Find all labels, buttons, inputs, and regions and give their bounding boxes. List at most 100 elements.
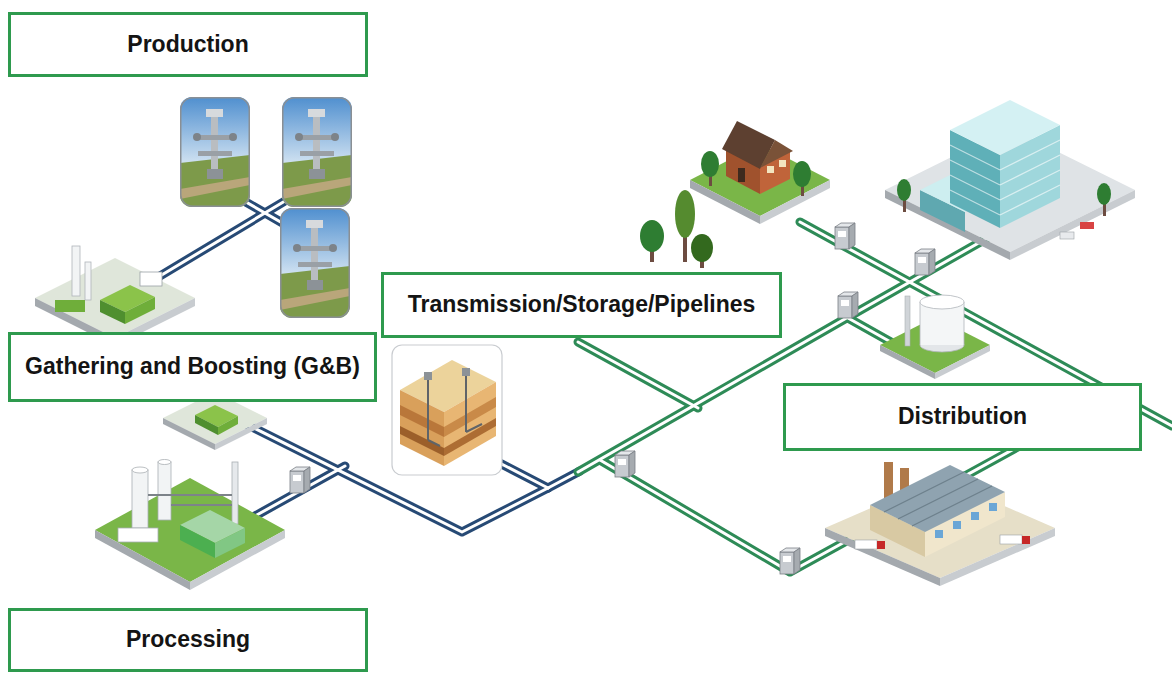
commercial-building bbox=[1000, 155, 1060, 185]
booster-station bbox=[195, 415, 218, 435]
underground-storage bbox=[400, 426, 444, 456]
commercial-building bbox=[897, 179, 911, 201]
production-wells bbox=[280, 208, 350, 318]
meter-stations bbox=[290, 467, 310, 493]
underground-storage bbox=[444, 418, 496, 456]
industrial-plant bbox=[953, 521, 961, 529]
residential-house bbox=[701, 151, 719, 177]
underground-storage bbox=[424, 372, 432, 380]
compressor-station bbox=[125, 297, 155, 324]
meter-stations bbox=[780, 548, 800, 574]
storage-tank bbox=[964, 302, 965, 345]
stage-label-box: Production bbox=[8, 12, 368, 77]
stage-label-box: Transmission/Storage/Pipelines bbox=[381, 272, 782, 338]
industrial-plant bbox=[870, 465, 1005, 532]
processing-plant bbox=[158, 462, 171, 520]
underground-storage bbox=[444, 382, 496, 466]
commercial-building bbox=[950, 145, 1000, 170]
underground-storage bbox=[466, 424, 482, 432]
production-wells bbox=[282, 97, 352, 207]
residential-house bbox=[760, 140, 793, 168]
industrial-plant bbox=[1000, 535, 1022, 544]
underground-storage bbox=[427, 380, 429, 440]
processing-plant bbox=[180, 525, 215, 558]
trees bbox=[675, 190, 695, 238]
meter-stations bbox=[915, 249, 935, 275]
stage-label: Gathering and Boosting (G&B) bbox=[25, 353, 360, 381]
stage-label: Production bbox=[127, 31, 248, 59]
processing-plant bbox=[118, 528, 158, 542]
gathering-pipeline bbox=[255, 466, 345, 516]
industrial-plant bbox=[935, 530, 943, 538]
residential-house bbox=[767, 166, 774, 173]
underground-storage bbox=[462, 368, 470, 376]
commercial-building bbox=[1097, 183, 1111, 205]
commercial-building bbox=[885, 100, 1135, 260]
industrial-plant bbox=[825, 462, 1055, 586]
processing-plant bbox=[95, 460, 285, 591]
compressor-station bbox=[55, 300, 85, 312]
underground-storage bbox=[444, 397, 496, 437]
compressor-station bbox=[140, 272, 162, 286]
stage-label: Distribution bbox=[898, 403, 1027, 431]
compressor-station bbox=[72, 246, 80, 296]
industrial-plant bbox=[971, 512, 979, 520]
booster-station bbox=[218, 416, 238, 435]
meter-stations bbox=[838, 292, 858, 318]
residential-house bbox=[779, 160, 786, 167]
processing-plant bbox=[132, 470, 148, 528]
meter-stations bbox=[835, 223, 855, 249]
storage-tank bbox=[920, 295, 964, 309]
industrial-plant bbox=[855, 540, 877, 549]
commercial-building bbox=[1000, 170, 1060, 200]
underground-storage bbox=[428, 440, 440, 446]
gathering-pipeline bbox=[255, 466, 345, 516]
commercial-building bbox=[950, 140, 1060, 215]
commercial-building bbox=[950, 190, 1000, 215]
commercial-building bbox=[950, 160, 1000, 185]
trees bbox=[640, 190, 713, 268]
commercial-building bbox=[1000, 140, 1060, 170]
compressor-station bbox=[85, 262, 91, 300]
underground-storage bbox=[465, 376, 467, 432]
industrial-plant bbox=[989, 503, 997, 511]
stage-label: Transmission/Storage/Pipelines bbox=[408, 291, 756, 319]
storage-tank bbox=[880, 295, 990, 379]
storage-tank bbox=[905, 296, 910, 346]
residential-house bbox=[690, 121, 830, 224]
stage-label-box: Gathering and Boosting (G&B) bbox=[8, 332, 377, 402]
industrial-plant bbox=[877, 541, 885, 549]
production-wells bbox=[180, 97, 352, 318]
commercial-building bbox=[950, 100, 1060, 155]
underground-storage bbox=[392, 345, 502, 475]
compressor-station bbox=[100, 300, 125, 324]
processing-plant bbox=[158, 460, 171, 465]
production-wells bbox=[180, 97, 250, 207]
industrial-plant bbox=[935, 503, 997, 538]
residential-house bbox=[793, 161, 811, 187]
distribution-pipeline bbox=[578, 342, 698, 408]
stage-label-box: Distribution bbox=[783, 383, 1142, 451]
processing-plant bbox=[215, 528, 245, 558]
processing-plant bbox=[132, 467, 148, 473]
commercial-building bbox=[1060, 232, 1074, 239]
meter-stations bbox=[615, 451, 635, 477]
commercial-building bbox=[950, 175, 1000, 200]
compressor-station bbox=[35, 258, 195, 338]
distribution-pipeline bbox=[578, 342, 698, 408]
storage-tank bbox=[920, 302, 921, 345]
stage-label-box: Processing bbox=[8, 608, 368, 672]
industrial-plant bbox=[912, 486, 992, 526]
industrial-plant bbox=[884, 472, 992, 526]
trees bbox=[691, 234, 713, 262]
commercial-building bbox=[1000, 185, 1060, 215]
underground-storage bbox=[400, 390, 444, 466]
residential-house bbox=[738, 168, 745, 182]
commercial-building bbox=[1080, 222, 1094, 229]
stage-label: Processing bbox=[126, 626, 250, 654]
underground-storage bbox=[392, 345, 502, 475]
processing-plant bbox=[95, 478, 285, 582]
compressor-station bbox=[35, 246, 195, 346]
trees bbox=[640, 220, 664, 252]
